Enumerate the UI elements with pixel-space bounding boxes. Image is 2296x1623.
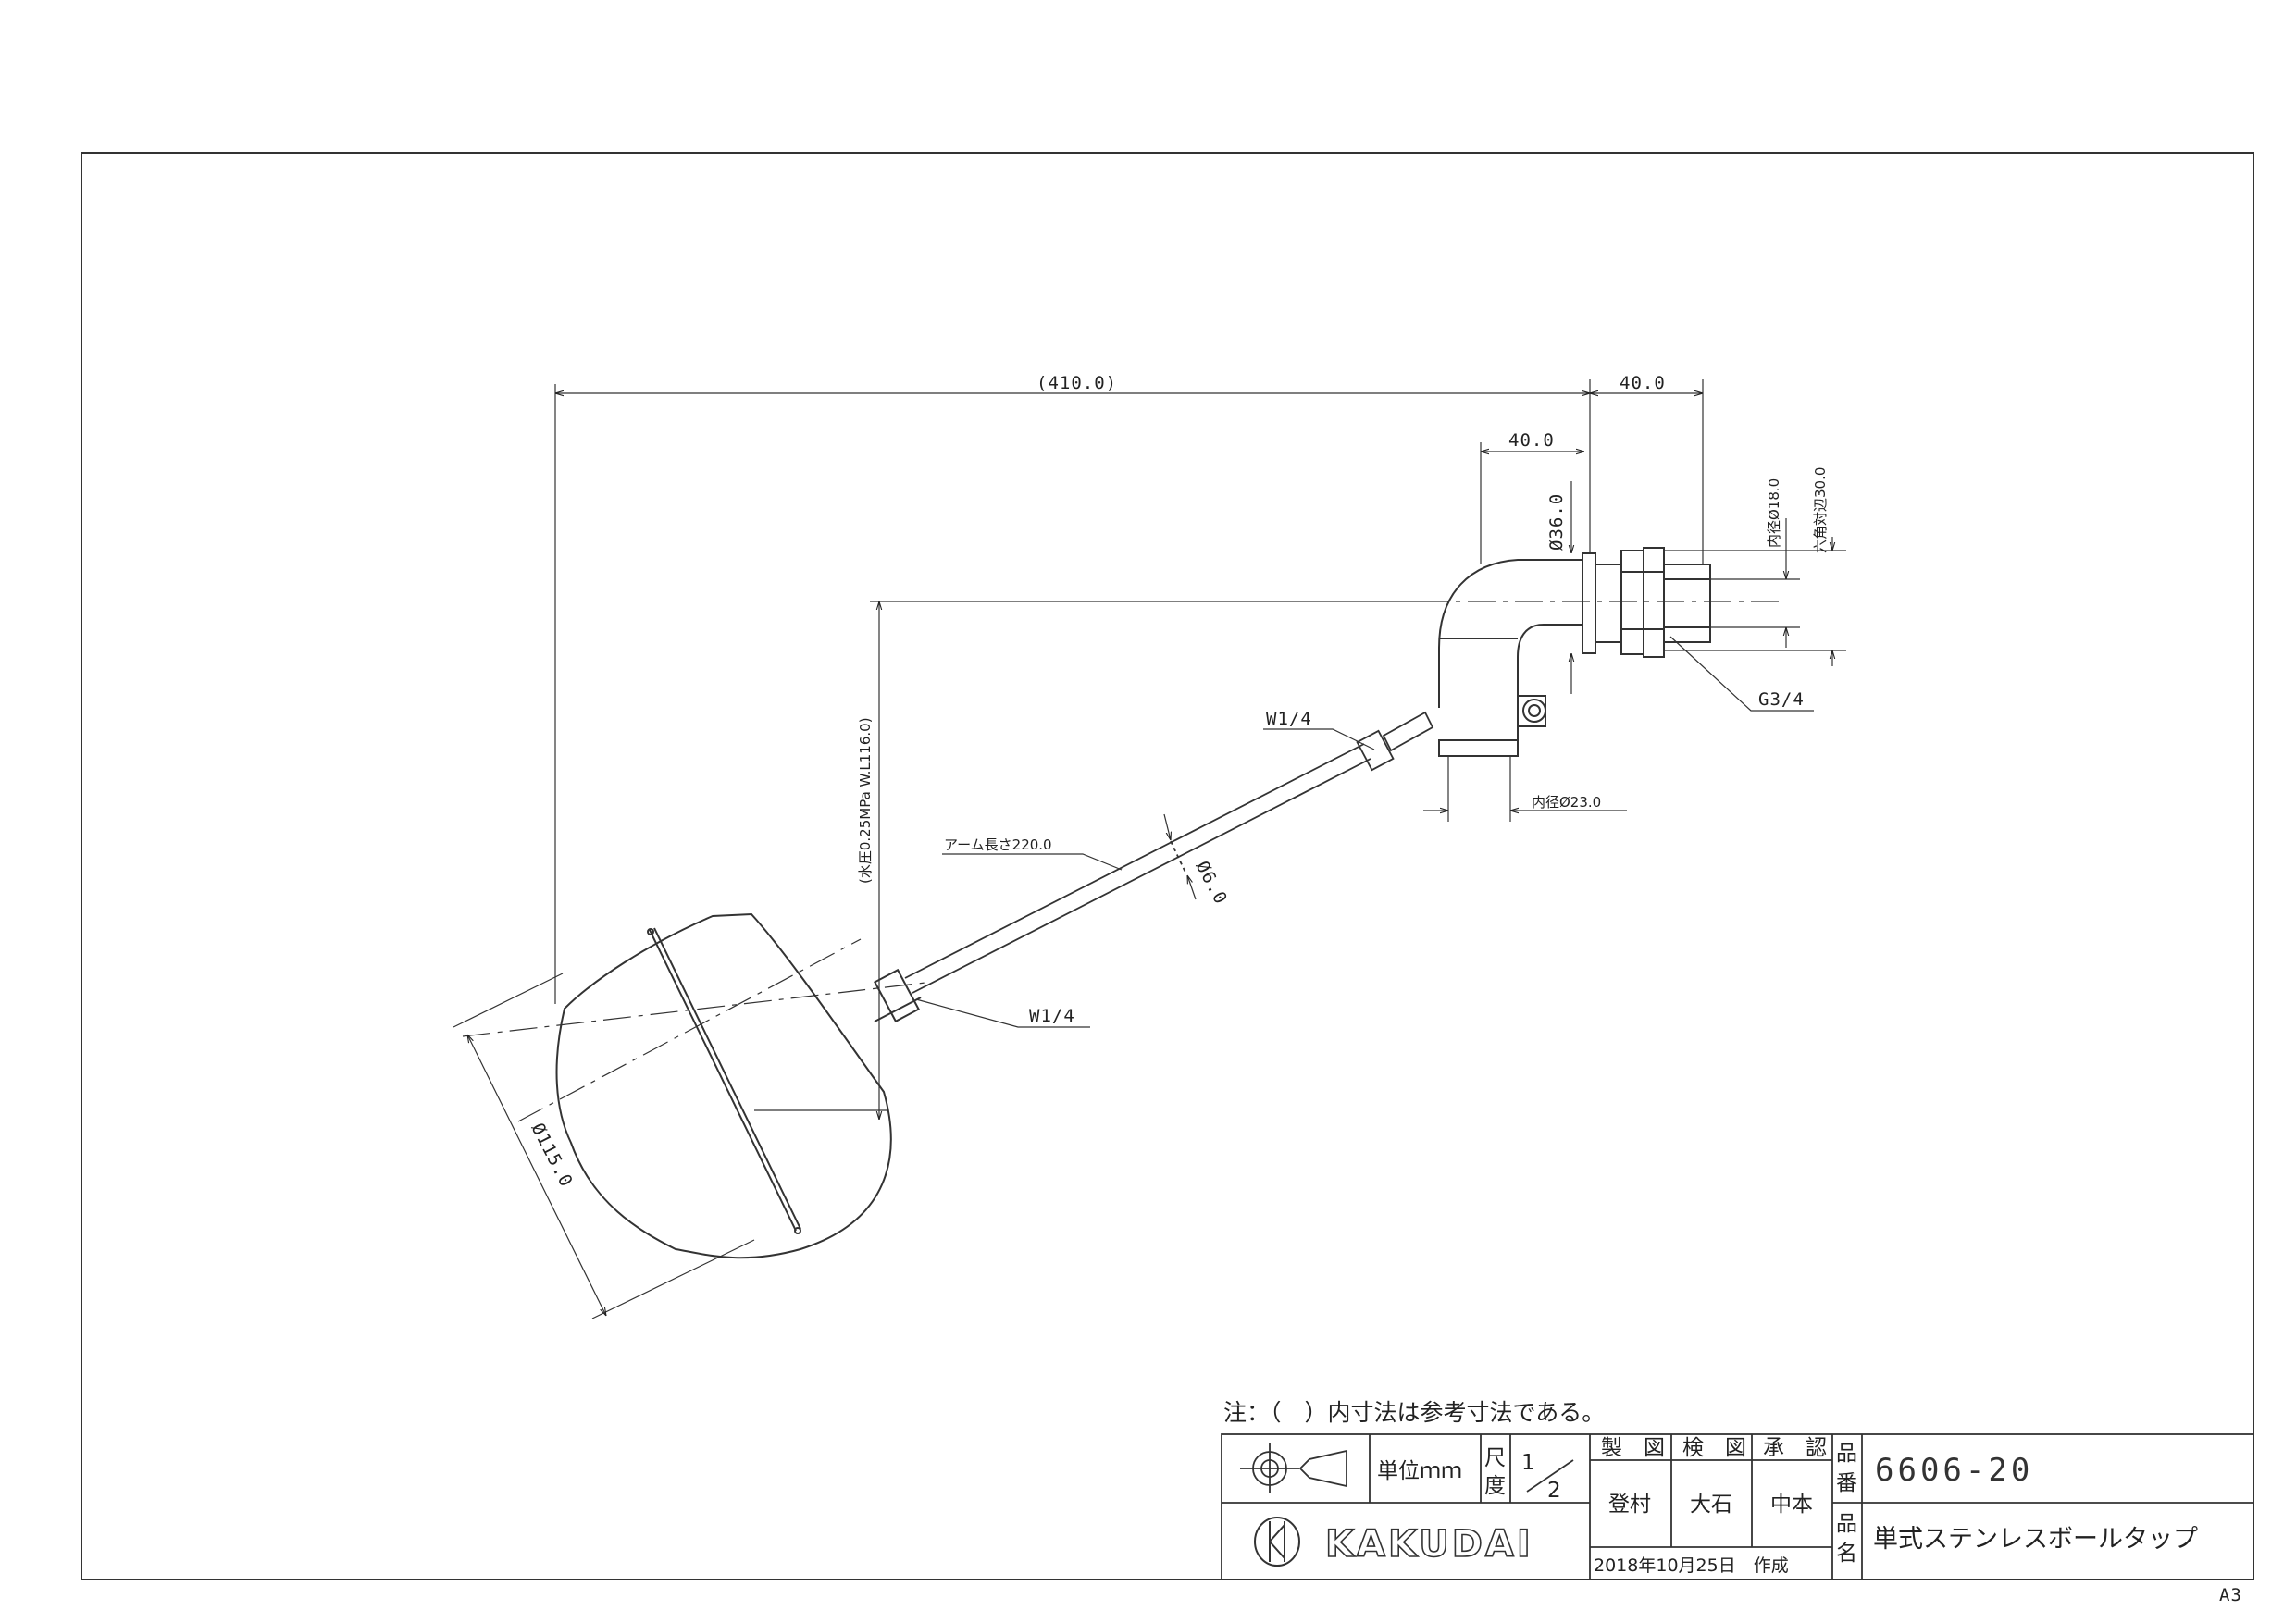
part-number: 6606-20 <box>1875 1452 2033 1489</box>
approved-header: 承 認 <box>1763 1436 1827 1460</box>
part-no-label-2: 番 <box>1836 1471 1857 1495</box>
scale-label-1: 尺 <box>1484 1446 1506 1470</box>
dim-arm-length: アーム長さ220.0 <box>944 836 1052 853</box>
dim-w14-lower: W1/4 <box>1029 1006 1075 1026</box>
checked-header: 検 図 <box>1682 1436 1746 1460</box>
sheet-size: A3 <box>2219 1585 2242 1605</box>
scale-denominator: 2 <box>1547 1479 1561 1503</box>
dim-dia-36: Ø36.0 <box>1546 493 1567 551</box>
dim-elbow-40: 40.0 <box>1508 430 1555 451</box>
drawn-header: 製 図 <box>1601 1436 1665 1460</box>
float-ball <box>555 912 922 1259</box>
arm-rod <box>904 711 1434 994</box>
dim-top-right-40: 40.0 <box>1620 373 1666 393</box>
scale-label-2: 度 <box>1484 1474 1506 1498</box>
approved-by: 中本 <box>1770 1493 1813 1517</box>
checked-by: 大石 <box>1690 1493 1732 1517</box>
reference-note: 注：（ ）内寸法は参考寸法である。 <box>1223 1399 1605 1426</box>
part-name-label-2: 名 <box>1836 1542 1857 1566</box>
center-lines <box>462 601 1786 1122</box>
part-no-label-1: 品 <box>1836 1442 1857 1466</box>
dim-water-level: (水圧0.25MPa W.L116.0) <box>857 717 874 884</box>
dim-inner-dia-18: 内径Ø18.0 <box>1766 478 1782 548</box>
part-name: 単式ステンレスボールタップ <box>1873 1525 2198 1554</box>
title-block <box>1221 1433 2254 1580</box>
dim-thread-g34: G3/4 <box>1758 689 1805 710</box>
valve-body <box>1438 547 1711 757</box>
drawn-by: 登村 <box>1608 1493 1651 1517</box>
creation-date: 2018年10月25日 作成 <box>1594 1555 1789 1576</box>
dim-rod-dia: Ø6.0 <box>1192 858 1232 908</box>
dim-hex-30: 六角対辺30.0 <box>1812 467 1829 553</box>
unit-label: 単位ｍｍ <box>1377 1459 1462 1483</box>
kakudai-logo-icon <box>1254 1517 1300 1567</box>
dim-ball-dia: Ø115.0 <box>527 1120 577 1190</box>
dim-inner-dia-23: 内径Ø23.0 <box>1532 794 1601 811</box>
scale-numerator: 1 <box>1521 1451 1535 1475</box>
logo-text: KAKUDAI <box>1325 1523 1533 1566</box>
drawing-frame <box>81 152 2254 1580</box>
part-name-label-1: 品 <box>1836 1512 1857 1536</box>
dimension-lines <box>453 379 1846 1319</box>
dim-w14-upper: W1/4 <box>1266 709 1312 729</box>
dim-total-length: (410.0) <box>1036 373 1117 393</box>
projection-symbol-icon <box>1240 1443 1347 1493</box>
